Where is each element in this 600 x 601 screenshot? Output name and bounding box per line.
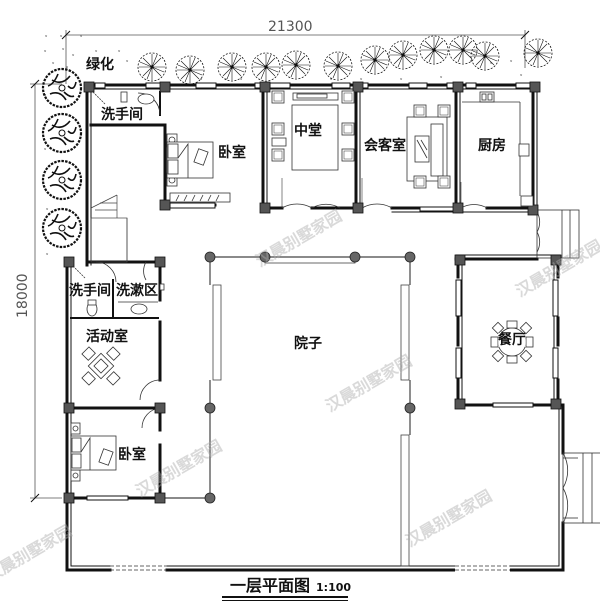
svg-text:ᵥ: ᵥ (95, 47, 98, 54)
central-hall-furniture (271, 90, 355, 171)
dimension-depth: 18000 (15, 273, 31, 318)
reception-room-furniture (406, 104, 451, 189)
label-kitchen: 厨房 (478, 138, 506, 154)
svg-text:ᵥ: ᵥ (44, 47, 47, 54)
svg-text:ᵥ: ᵥ (72, 51, 75, 58)
svg-text:ᵥ: ᵥ (80, 32, 83, 39)
drawing-scale: 1:100 (316, 581, 352, 594)
svg-text:ᵥ: ᵥ (510, 57, 513, 64)
kitchen-fixtures (462, 91, 534, 207)
washroom-top-fixtures (92, 91, 155, 105)
label-central-hall: 中堂 (294, 123, 322, 139)
svg-text:ᵥ: ᵥ (52, 59, 55, 66)
svg-text:ᵥ: ᵥ (44, 91, 47, 98)
label-wash-area: 洗漱区 (116, 283, 158, 299)
svg-text:ᵥ: ᵥ (46, 250, 49, 257)
round-columns (204, 251, 416, 504)
label-washroom-top: 洗手间 (101, 107, 143, 123)
bedroom-bottom-furniture (70, 422, 117, 482)
svg-text:ᵥ: ᵥ (60, 32, 63, 39)
activity-room-table (81, 346, 121, 386)
dimension-width: 21300 (268, 19, 313, 35)
tree-column-left (41, 67, 83, 249)
bedroom-top-furniture (166, 133, 231, 203)
label-courtyard: 院子 (294, 336, 322, 352)
svg-text:ᵥ: ᵥ (440, 73, 443, 80)
svg-text:ᵥ: ᵥ (520, 71, 523, 78)
svg-text:ᵥ: ᵥ (240, 75, 243, 82)
entry-steps (536, 209, 600, 524)
svg-text:ᵥ: ᵥ (360, 75, 363, 82)
svg-text:ᵥ: ᵥ (66, 63, 69, 70)
label-washroom-left: 洗手间 (69, 283, 111, 299)
svg-text:ᵥ: ᵥ (126, 57, 129, 64)
label-greenery: 绿化 (86, 57, 114, 73)
svg-text:ᵥ: ᵥ (44, 145, 47, 152)
svg-text:ᵥ: ᵥ (225, 75, 228, 82)
label-bedroom-bottom: 卧室 (118, 447, 146, 463)
svg-text:ᵥ: ᵥ (46, 205, 49, 212)
dimension-lines (30, 30, 530, 503)
svg-text:ᵥ: ᵥ (110, 59, 113, 66)
label-reception-room: 会客室 (364, 138, 406, 154)
stairs (90, 194, 128, 263)
courtyard-structure (160, 256, 411, 567)
label-dining-room: 餐厅 (498, 332, 526, 348)
svg-text:ᵥ: ᵥ (400, 75, 403, 82)
title-underline (222, 596, 348, 601)
label-activity-room: 活动室 (86, 329, 128, 345)
drawing-title-text: 一层平面图 (230, 576, 311, 595)
label-bedroom-top: 卧室 (218, 145, 246, 161)
left-washroom-fixtures (72, 265, 165, 317)
svg-text:ᵥ: ᵥ (45, 32, 48, 39)
svg-text:ᵥ: ᵥ (62, 45, 65, 52)
drawing-title: 一层平面图 1:100 (230, 578, 351, 594)
svg-text:ᵥ: ᵥ (118, 47, 121, 54)
